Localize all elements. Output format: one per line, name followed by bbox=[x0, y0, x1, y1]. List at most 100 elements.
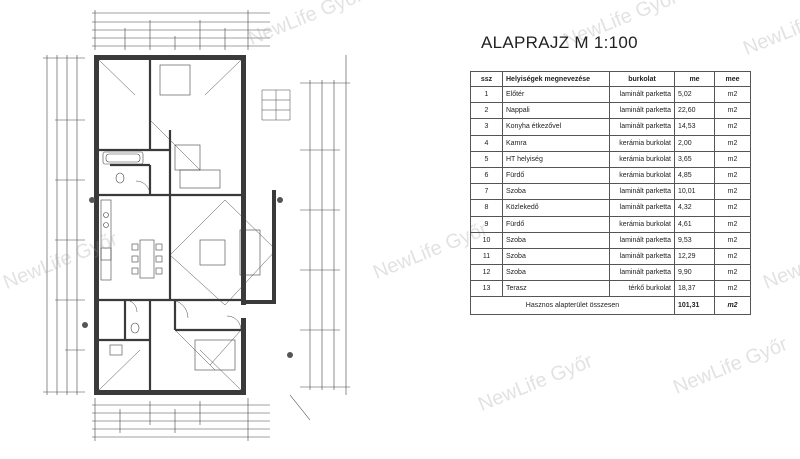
room-finish: laminált parketta bbox=[609, 183, 675, 201]
room-finish: laminált parketta bbox=[609, 85, 675, 104]
total-area: 101,31 bbox=[674, 296, 715, 316]
room-area: 18,37 bbox=[674, 280, 715, 298]
room-name: HT helyiség bbox=[502, 150, 610, 168]
room-unit: m2 bbox=[714, 134, 751, 152]
room-name: Fürdő bbox=[502, 215, 610, 233]
plan-title: ALAPRAJZ M 1:100 bbox=[481, 33, 638, 52]
room-finish: térkő burkolat bbox=[609, 280, 675, 298]
total-unit: m2 bbox=[714, 296, 751, 316]
header-unit: mee bbox=[714, 71, 751, 87]
room-name: Szoba bbox=[502, 231, 610, 249]
room-number: 5 bbox=[470, 150, 503, 168]
room-area: 22,60 bbox=[674, 102, 715, 120]
table-total-row: Hasznos alapterület összesen 101,31 m2 bbox=[470, 296, 751, 316]
room-unit: m2 bbox=[714, 231, 751, 249]
terrace-grid bbox=[261, 89, 291, 121]
room-number: 12 bbox=[470, 264, 503, 282]
room-number: 7 bbox=[470, 183, 503, 201]
watermark-text: NewLife Győr bbox=[475, 350, 596, 416]
room-finish: laminált parketta bbox=[609, 247, 675, 266]
room-number: 3 bbox=[470, 118, 503, 136]
room-name: Előtér bbox=[502, 85, 610, 104]
room-finish: kerámia burkolat bbox=[609, 134, 675, 152]
room-area: 9,53 bbox=[674, 231, 715, 249]
room-area: 14,53 bbox=[674, 118, 715, 136]
room-number: 8 bbox=[470, 199, 503, 217]
room-area: 3,65 bbox=[674, 150, 715, 168]
room-number: 4 bbox=[470, 134, 503, 152]
room-area: 4,85 bbox=[674, 166, 715, 185]
dining-table bbox=[131, 239, 163, 279]
room-name: Kamra bbox=[502, 134, 610, 152]
room-finish: kerámia burkolat bbox=[609, 166, 675, 185]
interior-walls bbox=[99, 60, 241, 390]
room-finish: laminált parketta bbox=[609, 231, 675, 249]
dimension-lines-bottom bbox=[92, 398, 270, 441]
room-area: 4,61 bbox=[674, 215, 715, 233]
room-number: 2 bbox=[470, 102, 503, 120]
room-number: 13 bbox=[470, 280, 503, 298]
header-number: ssz bbox=[470, 71, 503, 87]
header-room-name: Helyiségek megnevezése bbox=[502, 71, 610, 87]
room-finish: laminált parketta bbox=[609, 102, 675, 120]
room-unit: m2 bbox=[714, 264, 751, 282]
door-swings bbox=[124, 180, 242, 331]
room-number: 1 bbox=[470, 85, 503, 104]
room-number: 10 bbox=[470, 231, 503, 249]
room-number: 11 bbox=[470, 247, 503, 266]
dimension-lines-left bbox=[43, 55, 85, 395]
room-area: 12,29 bbox=[674, 247, 715, 266]
table-header-row: ssz Helyiségek megnevezése burkolat me m… bbox=[470, 71, 751, 87]
room-finish: laminált parketta bbox=[609, 264, 675, 282]
room-name: Közlekedő bbox=[502, 199, 610, 217]
room-unit: m2 bbox=[714, 118, 751, 136]
room-number: 6 bbox=[470, 166, 503, 185]
exterior-walls bbox=[94, 55, 276, 395]
room-number: 9 bbox=[470, 215, 503, 233]
room-name: Szoba bbox=[502, 183, 610, 201]
room-finish: kerámia burkolat bbox=[609, 150, 675, 168]
room-schedule-table: ssz Helyiségek megnevezése burkolat me m… bbox=[470, 71, 751, 316]
beds bbox=[159, 64, 236, 371]
room-name: Fürdő bbox=[502, 166, 610, 185]
section-markers bbox=[82, 197, 311, 421]
total-label: Hasznos alapterület összesen bbox=[470, 296, 675, 316]
room-name: Szoba bbox=[502, 264, 610, 282]
room-area: 9,90 bbox=[674, 264, 715, 282]
room-unit: m2 bbox=[714, 199, 751, 217]
room-name: Szoba bbox=[502, 247, 610, 266]
room-area: 5,02 bbox=[674, 85, 715, 104]
room-unit: m2 bbox=[714, 280, 751, 298]
room-unit: m2 bbox=[714, 247, 751, 266]
room-unit: m2 bbox=[714, 166, 751, 185]
dimension-lines-top bbox=[92, 10, 270, 50]
watermark-text: NewLife Győr bbox=[670, 333, 791, 399]
room-name: Konyha étkezővel bbox=[502, 118, 610, 136]
room-name: Terasz bbox=[502, 280, 610, 298]
room-unit: m2 bbox=[714, 183, 751, 201]
room-area: 2,00 bbox=[674, 134, 715, 152]
watermark-text: NewLife Győr bbox=[760, 228, 800, 294]
dimension-lines-right bbox=[300, 55, 350, 395]
toilet-fixtures bbox=[109, 172, 140, 356]
watermark-text: NewLife Győr bbox=[740, 0, 800, 60]
room-unit: m2 bbox=[714, 102, 751, 120]
room-area: 4,32 bbox=[674, 199, 715, 217]
room-unit: m2 bbox=[714, 215, 751, 233]
room-finish: laminált parketta bbox=[609, 118, 675, 136]
roof-ridge-lines bbox=[98, 59, 277, 391]
